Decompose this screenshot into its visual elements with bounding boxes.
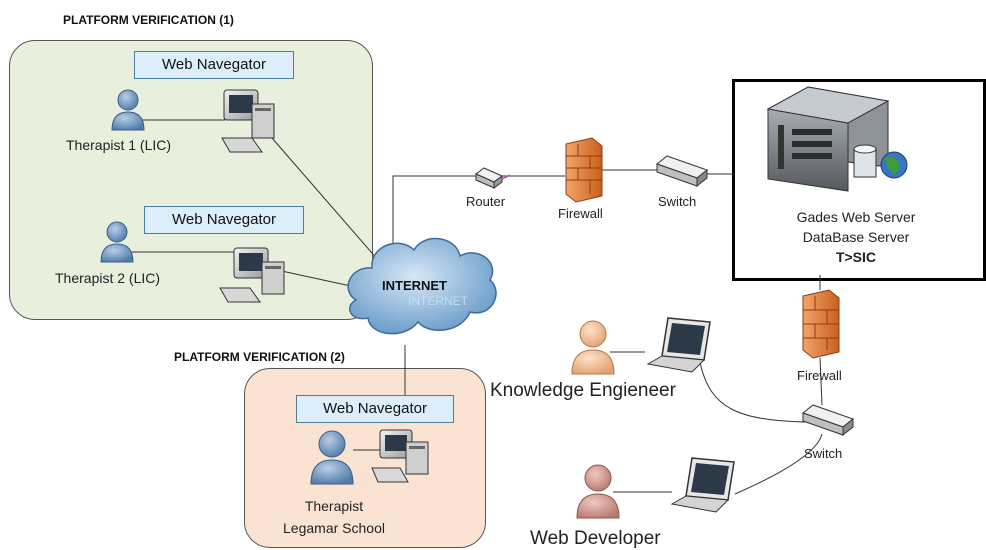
therapist-2-label: Therapist 2 (LIC) — [55, 270, 161, 286]
desktop-computer-icon — [371, 429, 429, 483]
server-icon — [766, 86, 908, 192]
router-icon — [475, 167, 511, 189]
internet-ghost-label: INTERNET — [408, 294, 468, 308]
therapist-3-school-label: Legamar School — [283, 520, 385, 536]
platform-1-region — [9, 40, 373, 320]
server-label-line2: DataBase Server — [802, 229, 910, 245]
knowledge-engineer-label: Knowledge Engieneer — [490, 380, 676, 401]
switch-1-label: Switch — [658, 194, 697, 209]
firewall-icon — [802, 289, 840, 359]
person-icon — [310, 430, 354, 485]
globe-icon — [880, 151, 908, 179]
web-navigator-box-1: Web Navegator — [134, 51, 294, 79]
switch-2-label: Switch — [804, 446, 843, 461]
desktop-computer-icon — [219, 247, 285, 303]
person-icon — [100, 221, 134, 263]
firewall-2-label: Firewall — [797, 368, 842, 383]
server-label-line1: Gades Web Server — [796, 209, 916, 225]
laptop-icon — [670, 457, 735, 513]
internet-label: INTERNET — [382, 278, 447, 293]
switch-icon — [655, 155, 709, 188]
database-icon — [853, 144, 877, 178]
laptop-icon — [646, 317, 711, 373]
therapist-1-label: Therapist 1 (LIC) — [66, 137, 172, 153]
internet-cloud-icon — [347, 237, 497, 335]
router-label: Router — [466, 194, 506, 209]
switch-icon — [801, 404, 855, 437]
web-navigator-box-3: Web Navegator — [296, 395, 454, 423]
web-navigator-box-2: Web Navegator — [144, 206, 304, 234]
therapist-3-label: Therapist — [304, 498, 364, 514]
firewall-1-label: Firewall — [558, 206, 603, 221]
web-developer-label: Web Developer — [530, 528, 661, 549]
platform-1-title: PLATFORM VERIFICATION (1) — [63, 13, 234, 27]
person-icon — [576, 464, 620, 519]
firewall-icon — [565, 137, 603, 203]
connection-lines — [128, 119, 823, 495]
platform-2-title: PLATFORM VERIFICATION (2) — [174, 350, 345, 364]
person-icon — [111, 89, 145, 131]
person-icon — [571, 320, 615, 375]
desktop-computer-icon — [221, 89, 275, 153]
server-label-line3: T>SIC — [835, 249, 877, 265]
